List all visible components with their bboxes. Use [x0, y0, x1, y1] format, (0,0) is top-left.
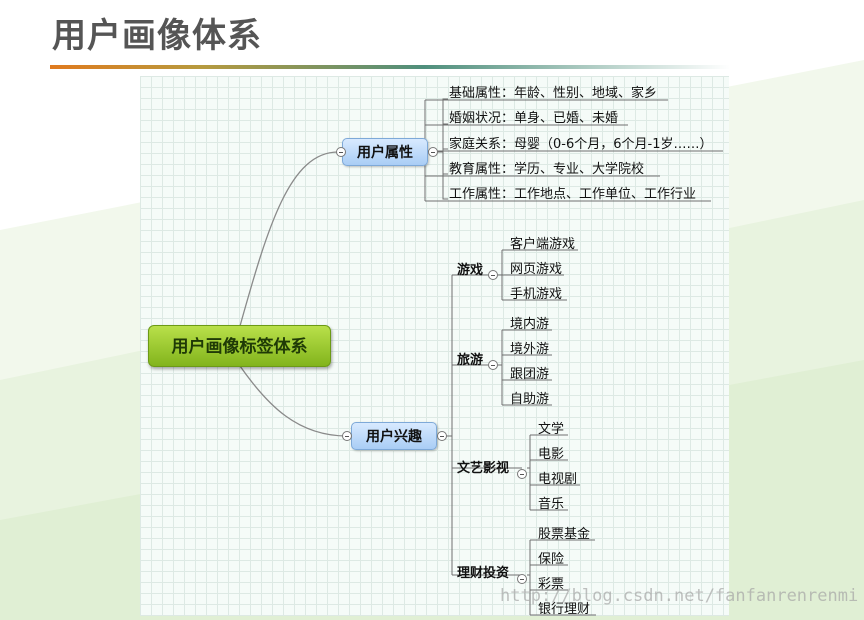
category-label-games[interactable]: 游戏 — [457, 263, 484, 278]
leaf-node[interactable]: 彩票 — [538, 577, 565, 592]
leaf-node[interactable]: 跟团游 — [510, 367, 550, 382]
leaf-node[interactable]: 保险 — [538, 552, 565, 567]
leaf-node[interactable]: 工作属性：工作地点、工作单位、工作行业 — [449, 187, 697, 202]
connector-root-to-attributes — [239, 151, 339, 327]
mindmap-connectors — [239, 98, 723, 616]
collapse-toggle-icon[interactable] — [488, 270, 498, 280]
leaf-node[interactable]: 股票基金 — [538, 527, 591, 542]
collapse-toggle-icon[interactable] — [488, 360, 498, 370]
leaf-node[interactable]: 网页游戏 — [510, 262, 563, 277]
leaf-node[interactable]: 音乐 — [538, 497, 565, 512]
category-label-travel[interactable]: 旅游 — [457, 353, 484, 368]
leaf-node[interactable]: 境外游 — [510, 342, 550, 357]
connector-root-to-interests — [239, 365, 348, 437]
branch-node-attributes[interactable]: 用户属性 — [342, 138, 428, 166]
title-underline — [50, 65, 730, 69]
mindmap-canvas: 用户画像标签体系 用户属性 基础属性：年龄、性别、地域、家乡 婚姻状况：单身、已… — [140, 76, 729, 617]
leaf-node[interactable]: 境内游 — [510, 317, 550, 332]
leaf-node[interactable]: 家庭关系：母婴（0-6个月，6个月-1岁……） — [449, 137, 713, 152]
leaf-node[interactable]: 电影 — [538, 447, 565, 462]
leaf-node[interactable]: 电视剧 — [538, 472, 578, 487]
connector-dot-icon — [342, 431, 352, 441]
leaf-node[interactable]: 文学 — [538, 422, 565, 437]
collapse-toggle-icon[interactable] — [517, 574, 527, 584]
leaf-node[interactable]: 自助游 — [510, 392, 550, 407]
leaf-node[interactable]: 基础属性：年龄、性别、地域、家乡 — [449, 86, 658, 101]
leaf-node[interactable]: 婚姻状况：单身、已婚、未婚 — [449, 111, 619, 126]
collapse-toggle-icon[interactable] — [517, 469, 527, 479]
category-label-arts[interactable]: 文艺影视 — [457, 461, 510, 476]
leaf-node[interactable]: 手机游戏 — [510, 287, 563, 302]
slide-title: 用户画像体系 — [52, 16, 262, 56]
collapse-toggle-icon[interactable] — [428, 147, 438, 157]
leaf-node[interactable]: 教育属性：学历、专业、大学院校 — [449, 162, 645, 177]
connector-dot-icon — [336, 147, 346, 157]
leaf-node[interactable]: 客户端游戏 — [510, 237, 576, 252]
collapse-toggle-icon[interactable] — [437, 431, 447, 441]
branch-node-interests[interactable]: 用户兴趣 — [351, 422, 437, 450]
leaf-node[interactable]: 银行理财 — [538, 602, 591, 617]
root-node[interactable]: 用户画像标签体系 — [148, 325, 331, 367]
category-label-finance[interactable]: 理财投资 — [457, 566, 510, 581]
watermark-text: http://blog.csdn.net/fanfanrenrenmi — [500, 586, 859, 606]
